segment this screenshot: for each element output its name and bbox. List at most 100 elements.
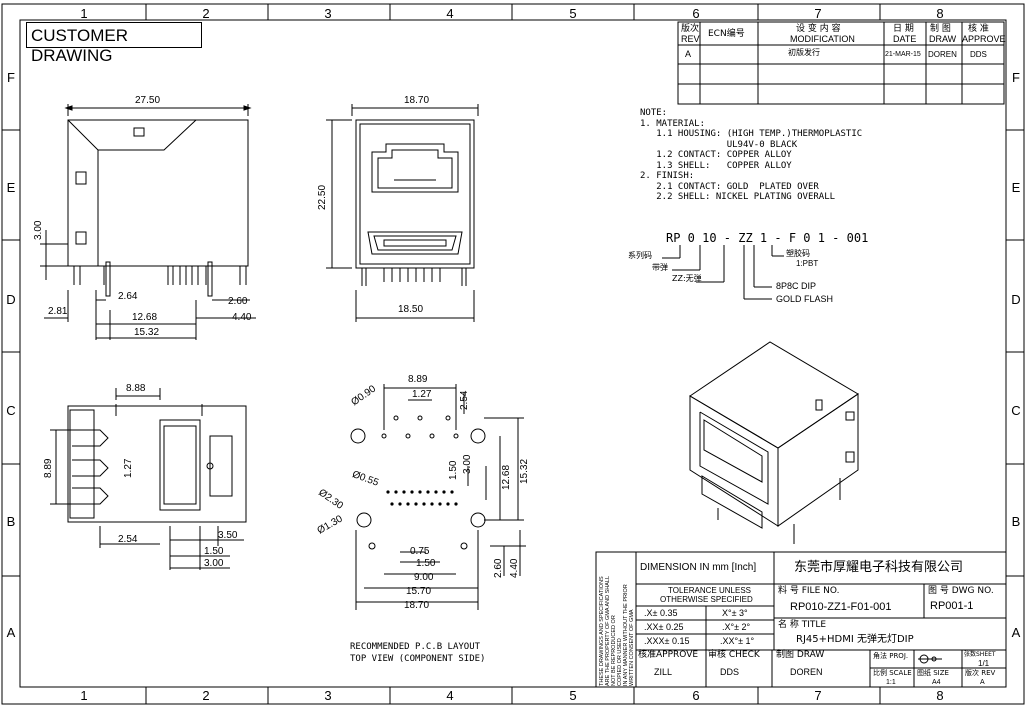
dim-label: 15.32 <box>519 458 530 484</box>
note-line: 1.2 CONTACT: COPPER ALLOY <box>640 150 792 160</box>
dim-label: 4.40 <box>232 312 252 323</box>
dim-label: 1.50 <box>448 460 459 480</box>
dim-label: 2.54 <box>459 390 470 410</box>
proj-label: 角法 PROJ. <box>873 652 909 660</box>
file-no-value: RP010-ZZ1-F01-001 <box>790 601 892 613</box>
isometric-view <box>689 341 859 544</box>
dim-label: 4.40 <box>509 558 520 578</box>
zone-row-a-right: A <box>1011 625 1021 640</box>
zone-col-3-bottom: 3 <box>324 688 332 703</box>
dim-label: 3.00 <box>462 454 473 474</box>
zone-col-1: 1 <box>80 6 88 21</box>
note-line: 1. MATERIAL: <box>640 118 706 129</box>
sheet-value: 1/1 <box>978 659 990 668</box>
title-block-grid <box>595 551 1007 688</box>
part-code-label: 8P8C DIP <box>776 281 817 291</box>
zone-col-7: 7 <box>814 6 822 21</box>
draw-value: DOREN <box>928 50 957 59</box>
zone-col-4: 4 <box>446 6 454 21</box>
zone-row-d-right: D <box>1011 292 1021 307</box>
pcb-layout <box>350 384 526 610</box>
tolerance-linear: .X± 0.35 <box>644 608 678 618</box>
modification-value: 初版发行 <box>788 48 820 57</box>
zone-row-c-right: C <box>1011 403 1021 418</box>
note-line: UL94V-0 BLACK <box>640 139 798 150</box>
part-code: RP 0 10 - ZZ 1 - F 0 1 - 001 <box>666 231 869 245</box>
dim-label: 8.89 <box>408 374 428 385</box>
zone-col-8-bottom: 8 <box>936 688 944 703</box>
date-value: 21-MAR-15 <box>885 51 921 58</box>
tolerance-angular: .X°± 2° <box>722 622 751 632</box>
company-name: 东莞市厚耀电子科技有限公司 <box>794 560 964 575</box>
draw-header-en: DRAW <box>929 34 957 44</box>
dim-label: 18.70 <box>404 600 430 611</box>
note-line: 2. FINISH: <box>640 171 695 181</box>
note-line: NOTE: <box>640 108 668 118</box>
dwg-no-label: 图 号 DWG NO. <box>928 586 994 596</box>
rev-header-en: REV <box>681 34 700 44</box>
notice-line: WRITTEN CONSENT OF GMA <box>629 609 635 686</box>
dim-label: 22.50 <box>317 184 328 210</box>
note-line: 1.1 HOUSING: (HIGH TEMP.)THERMOPLASTIC <box>640 129 863 139</box>
size-label: 图纸 SIZE <box>917 669 949 677</box>
ecn-header: ECN编号 <box>708 29 745 39</box>
part-code-label: 1:PBT <box>796 259 819 268</box>
draw-label: 制图 DRAW <box>776 650 825 660</box>
approve-header-en: APPROVE <box>962 34 1006 44</box>
zone-col-1-bottom: 1 <box>80 688 88 703</box>
dim-label: 1.50 <box>416 558 436 569</box>
date-header-cn: 日 期 <box>893 24 914 34</box>
dim-label: 3.00 <box>33 220 44 240</box>
front-view <box>40 104 256 340</box>
zone-row-f-right: F <box>1012 70 1020 85</box>
zone-col-7-bottom: 7 <box>814 688 822 703</box>
proprietary-notice: THESE DRAWINGS AND SPECIFICATIONS ARE TH… <box>599 552 635 686</box>
zone-row-c: C <box>6 403 16 418</box>
draw-value: DOREN <box>790 667 823 677</box>
approve-header-cn: 核 准 <box>968 24 989 34</box>
scale-value: 1:1 <box>886 679 896 686</box>
dim-label: 3.00 <box>204 558 224 569</box>
dim-label: 1.27 <box>412 389 432 400</box>
note-line: 2.2 SHELL: NICKEL PLATING OVERALL <box>640 192 836 202</box>
approve-label: 核准APPROVE <box>638 650 699 660</box>
zone-row-d: D <box>6 292 16 307</box>
dim-label: 27.50 <box>135 95 161 106</box>
file-no-label: 料 号 FILE NO. <box>778 586 840 596</box>
draw-header-cn: 制 图 <box>930 24 951 34</box>
revision-table-grid <box>677 21 1005 105</box>
scale-label: 比例 SCALE <box>873 669 912 677</box>
part-code-leaders <box>662 245 784 300</box>
title-label: 名 称 TITLE <box>778 620 827 630</box>
rev-header-cn: 版次 <box>681 24 700 34</box>
zone-row-a: A <box>6 625 16 640</box>
zone-grid <box>2 4 1024 704</box>
pcb-caption: RECOMMENDED P.C.B LAYOUT <box>350 642 481 652</box>
dwg-no-value: RP001-1 <box>930 600 974 612</box>
mod-header-cn: 设 变 内 容 <box>796 24 841 34</box>
rev-value: A <box>685 49 692 59</box>
tolerance-linear: .XXX± 0.15 <box>644 636 690 646</box>
rev-label: 版次 REV <box>965 669 996 677</box>
pcb-caption: TOP VIEW (COMPONENT SIDE) <box>350 654 486 664</box>
dim-label: 15.70 <box>406 586 432 597</box>
tolerance-angular: X°± 3° <box>722 608 748 618</box>
drawing-title: CUSTOMER DRAWING <box>26 22 202 65</box>
dim-label: 1.50 <box>204 546 224 557</box>
part-code-label: GOLD FLASH <box>776 294 834 304</box>
notes-block: NOTE:1. MATERIAL: 1.1 HOUSING: (HIGH TEM… <box>640 108 862 203</box>
zone-col-5: 5 <box>569 6 577 21</box>
dim-label: 2.60 <box>228 296 248 307</box>
bottom-view <box>50 388 247 570</box>
dim-label: 1.27 <box>123 458 134 478</box>
dim-label: 8.88 <box>126 383 146 394</box>
rev-block-value: A <box>980 679 985 686</box>
sheet-label: 张数SHEET <box>964 651 996 658</box>
mod-header-en: MODIFICATION <box>790 34 855 44</box>
part-code-label: 带弹 <box>652 263 668 272</box>
dim-label: 9.00 <box>414 572 434 583</box>
dim-label: 12.68 <box>132 312 158 323</box>
part-code-label: ZZ:无弹 <box>672 274 702 283</box>
dim-label: 0.75 <box>410 546 430 557</box>
zone-col-2: 2 <box>202 6 210 21</box>
